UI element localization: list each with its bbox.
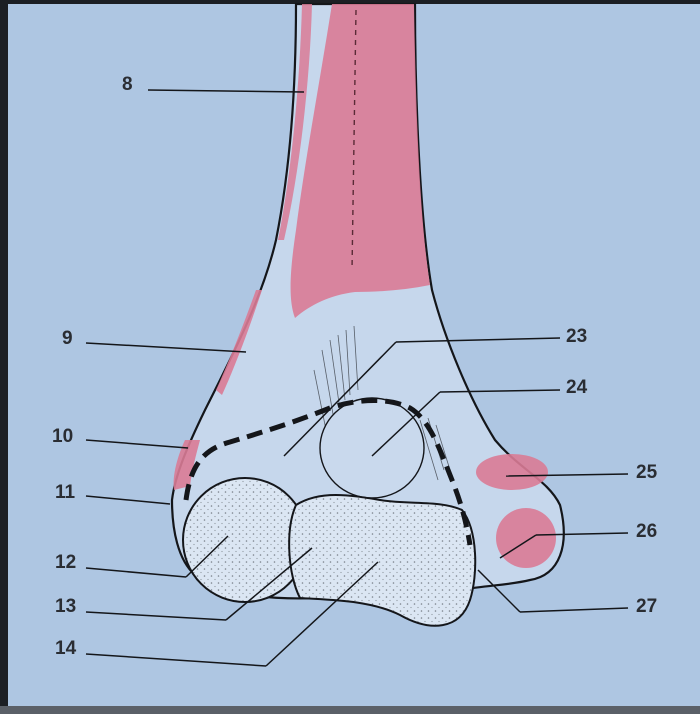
label-12: 12 xyxy=(55,552,76,573)
label-25: 25 xyxy=(636,462,658,483)
label-11: 11 xyxy=(55,482,76,503)
page-bottom-edge xyxy=(0,706,700,714)
medial-lower-attachment xyxy=(496,508,556,568)
label-26: 26 xyxy=(636,521,657,542)
label-9: 9 xyxy=(62,328,73,349)
label-24: 24 xyxy=(566,377,588,398)
olecranon-fossa xyxy=(320,398,424,498)
label-13: 13 xyxy=(55,596,76,617)
label-14: 14 xyxy=(55,638,77,659)
label-23: 23 xyxy=(566,326,587,347)
label-27: 27 xyxy=(636,596,657,617)
medial-epicondyle-attachment xyxy=(476,454,548,490)
label-10: 10 xyxy=(52,426,73,447)
label-8: 8 xyxy=(122,74,133,95)
